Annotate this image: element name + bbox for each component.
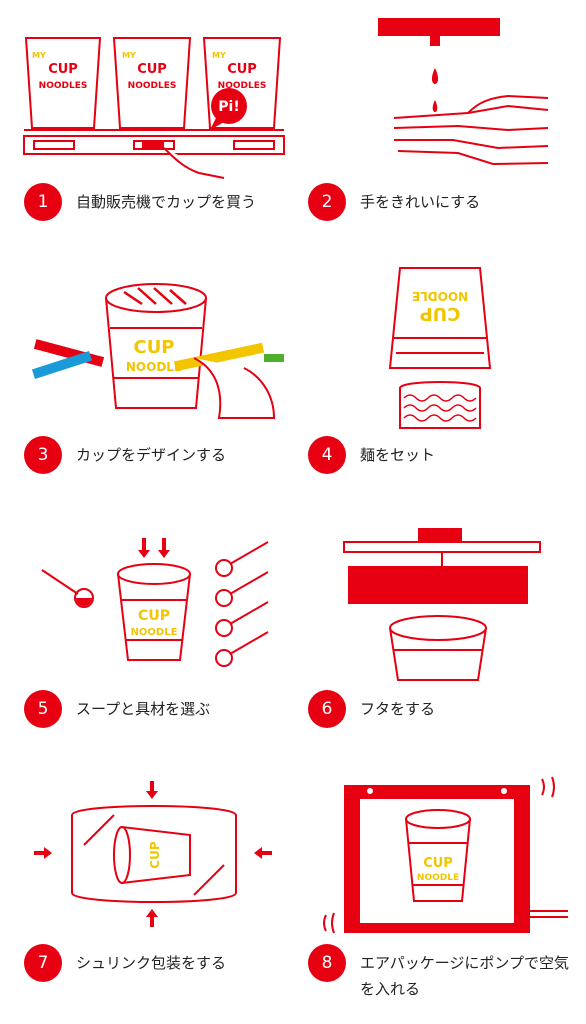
hand-washing-icon [378,18,549,166]
svg-text:CUP: CUP [148,841,162,869]
lid-press-icon [343,528,541,681]
step-7-caption: 7 シュリンク包装をする [24,944,304,982]
step-1-caption: 1 自動販売機でカップを買う [24,183,304,221]
cup-design-illustration: CUP NOODLE [24,268,284,428]
cup-logo-1: CUP [48,62,78,77]
air-package-illustration: CUP NOODLE [308,775,568,935]
step-6-caption: 6 フタをする [308,690,586,728]
svg-text:CUP: CUP [227,62,257,77]
noodle-set-illustration: CUP NOODLE [308,267,568,429]
step-number-badge: 3 [24,436,62,474]
step-number-badge: 1 [24,183,62,221]
hand-washing-illustration [308,18,568,178]
step-3-caption: 3 カップをデザインする [24,436,304,474]
svg-text:NOODLES: NOODLES [39,81,88,91]
svg-text:MY: MY [122,51,136,60]
shrink-wrap-illustration: CUP [24,775,284,935]
step-label: カップをデザインする [76,446,227,464]
step-label: スープと具材を選ぶ [76,700,211,718]
air-package-icon: CUP NOODLE [323,776,568,934]
noodle-set-icon: CUP NOODLE [388,267,492,429]
svg-text:MY: MY [212,51,226,60]
step-number-badge: 8 [308,944,346,982]
soup-toppings-illustration: CUP NOODLE [24,520,284,680]
cup-design-icon: CUP NOODLE [31,283,284,419]
step-8-caption: 8 エアパッケージにポンプで空気を入れる [308,944,586,1002]
svg-text:NOODLE: NOODLE [417,873,459,883]
step-number-badge: 7 [24,944,62,982]
svg-text:Pi!: Pi! [218,99,239,115]
svg-text:NOODLES: NOODLES [128,81,177,91]
step-5-caption: 5 スープと具材を選ぶ [24,690,304,728]
step-label: シュリンク包装をする [76,954,227,972]
vending-machine-illustration: CUP NOODLES CUP NOODLES CUP NOODLES MY M… [23,18,285,179]
svg-text:CUP: CUP [137,62,167,77]
lid-press-illustration [308,520,568,681]
step-2-caption: 2 手をきれいにする [308,183,586,221]
svg-text:NOODLE: NOODLE [131,627,178,638]
svg-text:MY: MY [32,51,46,60]
step-label: エアパッケージにポンプで空気を入れる [360,954,569,998]
soup-toppings-icon: CUP NOODLE [41,538,269,667]
svg-text:NOODLE: NOODLE [126,360,182,374]
shrink-wrap-icon: CUP [34,781,272,927]
step-number-badge: 5 [24,690,62,728]
step-4-caption: 4 麺をセット [308,436,586,474]
svg-text:CUP: CUP [138,608,170,624]
step-label: 麺をセット [360,446,436,464]
svg-text:CUP: CUP [423,856,453,871]
step-label: フタをする [360,700,436,718]
svg-text:CUP: CUP [133,337,174,358]
step-number-badge: 6 [308,690,346,728]
svg-text:NOODLES: NOODLES [218,81,267,91]
svg-text:NOODLE: NOODLE [412,289,468,303]
svg-text:CUP: CUP [419,303,460,324]
step-number-badge: 4 [308,436,346,474]
vending-machine-icon: CUP NOODLES CUP NOODLES CUP NOODLES MY M… [23,37,285,179]
step-label: 自動販売機でカップを買う [76,193,257,211]
step-number-badge: 2 [308,183,346,221]
step-label: 手をきれいにする [360,193,481,211]
